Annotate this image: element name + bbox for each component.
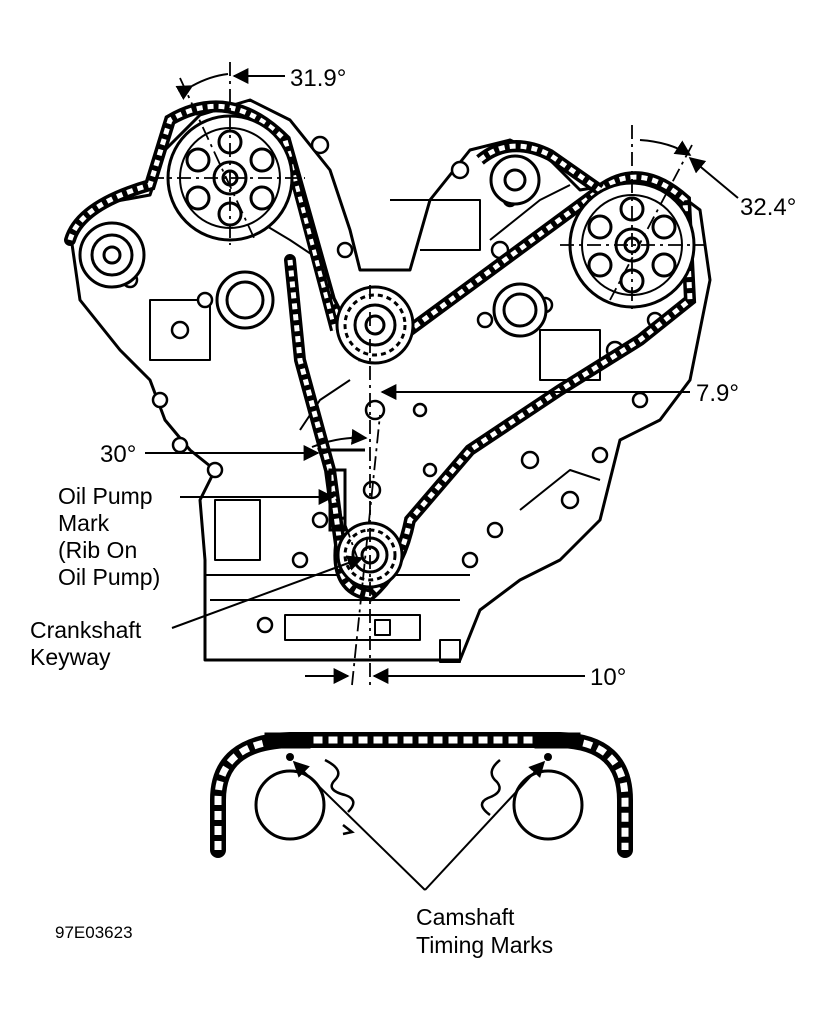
label-oil-pump-mark-line1: Oil Pump [58,483,153,509]
label-crankshaft-keyway-line1: Crankshaft [30,617,142,643]
label-left-cam-angle: 31.9° [290,65,346,92]
label-right-cam-angle: 32.4° [740,194,796,221]
cylinder-bores [215,270,548,338]
oil-pump-rib [320,448,365,532]
label-camshaft-timing-marks-line1: Camshaft [416,904,515,930]
label-camshaft-timing-marks-line2: Timing Marks [416,932,553,958]
label-crankshaft-keyway-line2: Keyway [30,644,111,670]
timing-mark-dots [286,753,552,761]
detail-guides [324,758,501,836]
camshaft-mark-leaders [292,760,546,891]
engine-block [68,98,712,663]
reference-lines [150,62,705,690]
center-idler-sprocket [335,285,415,365]
label-oil-pump-mark-line3: (Rib On [58,537,137,563]
label-oil-pump-mark-line4: Oil Pump) [58,564,160,590]
label-30-degree: 30° [100,441,136,468]
label-center-angle: 7.9° [696,380,739,407]
left-idler [78,221,146,289]
leader-lines [145,68,739,684]
right-idler [489,154,541,206]
chain-detail [210,732,633,858]
figure-code: 97E03623 [55,923,133,942]
label-10-degree: 10° [590,664,626,691]
label-oil-pump-mark-line2: Mark [58,510,110,536]
detail-sprockets [254,769,584,841]
